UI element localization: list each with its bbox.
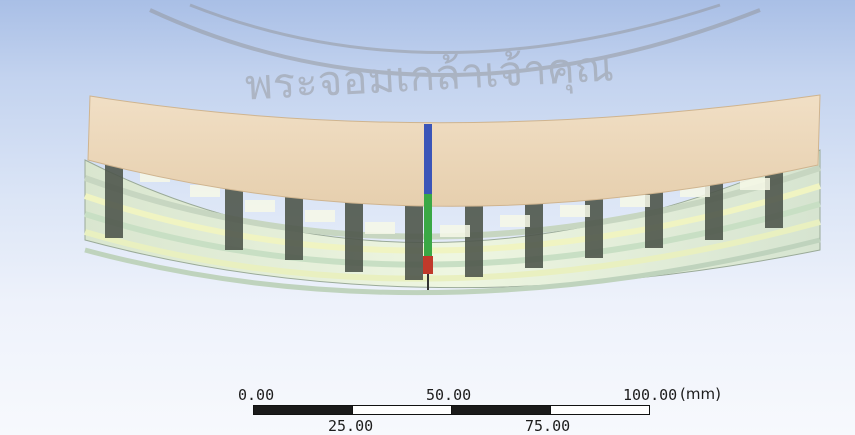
- y-axis-bar: [424, 194, 432, 256]
- coordinate-triad: [423, 124, 433, 290]
- core-light-cells: [140, 170, 770, 237]
- x-axis-bar: [423, 256, 433, 274]
- watermark: พระจอมเกล้าเจ้าคุณ: [149, 3, 761, 112]
- top-face-plate: [87, 94, 821, 207]
- watermark-text: พระจอมเกล้าเจ้าคุณ: [244, 41, 615, 111]
- core-cells: [105, 158, 783, 280]
- z-axis-bar: [424, 124, 432, 194]
